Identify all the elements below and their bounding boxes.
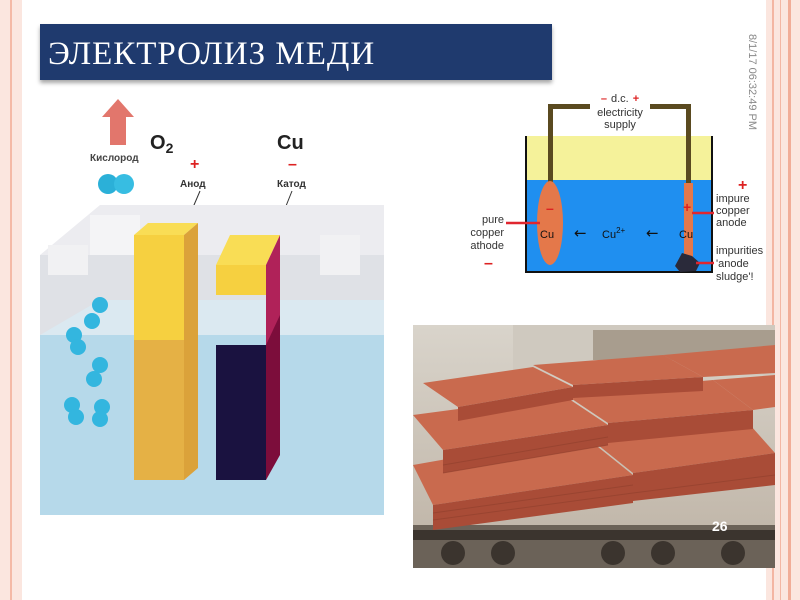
left-frame-decoration [0,0,22,600]
cathode-caption-2: copper [470,227,504,239]
anode-plate [134,223,198,480]
oxygen-bubbles [64,297,110,427]
anode-caption-2: copper [716,205,750,217]
supply-label: –d.c.+ [601,93,639,105]
anode-caption-3: anode [716,217,747,229]
cu-symbol: Cu [277,132,304,154]
impure-copper-anode [684,183,693,263]
left-frame-line [10,0,12,600]
sludge-caption-3: sludge'! [716,271,754,283]
sludge-caption-2: 'anode [716,258,749,270]
cell-container [40,205,384,515]
cathode-plate [216,235,280,480]
cathode-electrode-sign: – [546,200,554,216]
o2-formula: O2 [150,132,174,156]
right-frame-line [772,0,774,600]
anode-sign: + [190,156,199,173]
cathode-caption-3: cathode [470,240,504,252]
copper-refining-diagram: –d.c.+ electricity supply – + Cu ← Cu2+ … [470,93,764,283]
sludge-caption-1: impurities [716,245,764,257]
copper-cathodes-photo [413,325,775,568]
copper-cathodes-photo-graphic [413,325,775,568]
cu-ion-label: Cu2+ [602,226,626,241]
oxygen-label: Кислород [90,153,139,164]
arrow-left: ← [574,224,587,242]
cathode-caption-1: pure [482,214,504,226]
supply-wire-left [548,108,553,188]
cathode-sign: – [288,156,297,173]
cathode-outer-sign: – [484,255,493,272]
cu-cathode-label: Cu [540,229,554,241]
supply-label-line3: supply [604,119,636,131]
anode-electrode-sign: + [683,199,691,215]
anode-outer-sign: + [738,177,747,194]
electrolysis-cell-diagram: Кислород O2 Cu + Анод – Катод [40,99,384,515]
electrolyte-air-layer [526,136,712,180]
tank-outline [525,136,713,273]
supply-label-box [590,94,650,134]
supply-label-line2: electricity [597,107,643,119]
oxygen-arrow-icon [102,99,134,145]
supply-wire-right [686,108,691,188]
anode-sludge-icon [675,253,700,272]
slide-title: ЭЛЕКТРОЛИЗ МЕДИ [48,35,376,72]
anode-label: Анод [180,179,206,190]
date-stamp: 8/1/17 06:32:49 PM [746,34,758,131]
title-bar: ЭЛЕКТРОЛИЗ МЕДИ [40,24,552,80]
o2-molecule-icon [98,174,134,194]
right-frame-line [788,0,791,600]
anode-caption-1: impure [716,193,750,205]
pure-copper-cathode [537,181,563,265]
right-frame-line [780,0,781,600]
cu-anode-label: Cu [679,229,693,241]
arrow-right: ← [646,224,659,242]
slide-number: 26 [712,518,728,534]
cathode-label: Катод [277,179,307,190]
